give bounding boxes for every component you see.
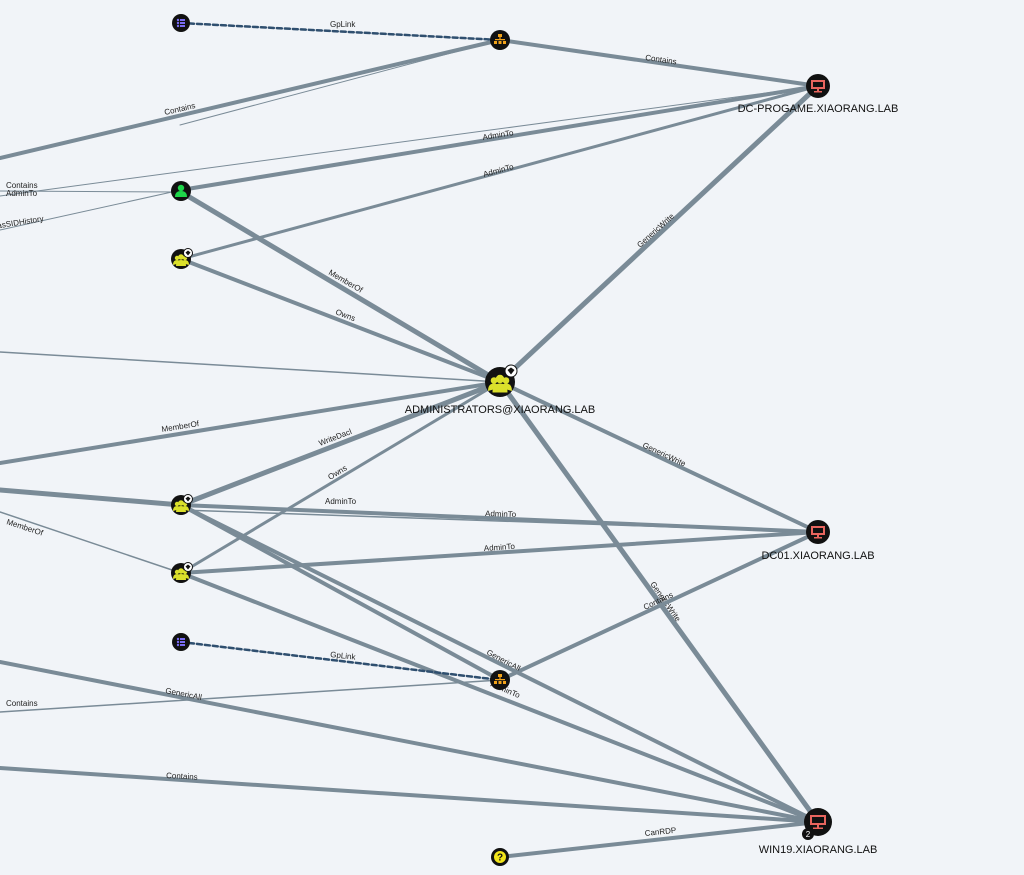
edge-owns-groupc[interactable] bbox=[179, 380, 502, 575]
edge-adminto-green-dc[interactable] bbox=[179, 84, 820, 192]
svg-text:?: ? bbox=[497, 853, 503, 864]
group-node-c[interactable] bbox=[171, 562, 193, 584]
edge-genericwrite-admins-dc01[interactable] bbox=[498, 380, 820, 534]
edge-label: Contains bbox=[166, 771, 198, 782]
badge-count: 2 bbox=[806, 830, 811, 839]
edge-label: GenericWrite bbox=[641, 441, 687, 469]
node-label-win19: WIN19.XIAORANG.LAB bbox=[759, 844, 878, 856]
computer-node-win19[interactable]: 2 bbox=[802, 808, 832, 840]
edge-adminto-groupc[interactable] bbox=[179, 530, 820, 575]
group-icon bbox=[173, 500, 189, 512]
edge-label: GenericWrite bbox=[635, 211, 676, 249]
group-node-administrators[interactable] bbox=[485, 364, 518, 397]
computer-icon bbox=[811, 526, 825, 539]
unknown-node[interactable]: ? bbox=[491, 848, 509, 866]
edge-label: GpLink bbox=[330, 650, 357, 662]
gem-icon bbox=[504, 364, 518, 378]
edge-label: Contains bbox=[6, 181, 38, 190]
edge-label: AdminTo bbox=[6, 189, 38, 198]
group-icon bbox=[488, 374, 512, 393]
edge-label: AdminTo bbox=[482, 162, 515, 179]
edge-contains-left-low[interactable] bbox=[0, 679, 501, 713]
edge-label: CanRDP bbox=[644, 826, 676, 838]
ou-icon bbox=[494, 674, 506, 684]
edge-adminto-groupb-1[interactable] bbox=[179, 503, 820, 534]
edge-contains-left-top[interactable] bbox=[0, 38, 502, 160]
count-badge: 2 bbox=[802, 828, 814, 840]
gem-icon bbox=[183, 248, 193, 258]
edges: GpLink Contains Contains AdminTo AdminTo… bbox=[0, 20, 821, 859]
edge-genericall-groupb[interactable] bbox=[179, 503, 502, 682]
computer-node-dc01[interactable] bbox=[806, 520, 830, 544]
edge-thin[interactable] bbox=[499, 85, 819, 383]
edge-label: GpLink bbox=[330, 20, 356, 29]
gpo-icon bbox=[176, 18, 185, 28]
group-node-a[interactable] bbox=[171, 248, 193, 270]
edge-label: HasSIDHistory bbox=[0, 214, 44, 231]
edge-owns-groupa[interactable] bbox=[179, 257, 502, 384]
nodes: DC-PROGAME.XIAORANG.LAB bbox=[171, 14, 898, 866]
edge-thin[interactable] bbox=[0, 190, 182, 193]
edge-label: AdminTo bbox=[485, 509, 517, 519]
edge-contains-ou-dc01[interactable] bbox=[498, 530, 820, 682]
edge-adminto-groupa-dc[interactable] bbox=[179, 84, 820, 261]
node-label-administrators: ADMINISTRATORS@XIAORANG.LAB bbox=[405, 404, 595, 416]
edge-genericall-left[interactable] bbox=[0, 660, 820, 824]
gpo-node-bottom[interactable] bbox=[172, 633, 190, 651]
edge-label: Contains bbox=[6, 699, 38, 708]
edge-thin[interactable] bbox=[179, 39, 501, 126]
edge-adminto-groupb-2[interactable] bbox=[180, 509, 819, 533]
edge-groupb-win19[interactable] bbox=[179, 503, 820, 824]
edge-contains-left-bottom[interactable] bbox=[0, 766, 820, 824]
node-label-dc01: DC01.XIAORANG.LAB bbox=[761, 550, 874, 562]
edge-thin[interactable] bbox=[0, 189, 182, 231]
gem-icon bbox=[183, 562, 193, 572]
computer-icon bbox=[811, 80, 825, 93]
edge-label: AdminTo bbox=[325, 497, 357, 506]
ou-node-bottom[interactable] bbox=[490, 670, 510, 690]
ou-node-top[interactable] bbox=[490, 30, 510, 50]
edge-writedacl[interactable] bbox=[178, 379, 503, 508]
group-icon bbox=[173, 254, 189, 266]
question-icon: ? bbox=[494, 851, 506, 864]
group-node-b[interactable] bbox=[171, 494, 193, 516]
edge-label: AdminTo bbox=[484, 542, 516, 553]
computer-icon bbox=[810, 815, 826, 829]
group-icon bbox=[173, 568, 189, 580]
gpo-node-top[interactable] bbox=[172, 14, 190, 32]
edge-thin[interactable] bbox=[0, 351, 501, 383]
computer-node-dc-progame[interactable] bbox=[806, 74, 830, 98]
edge-memberof-green[interactable] bbox=[178, 189, 503, 385]
edge-memberof-left2[interactable] bbox=[0, 511, 182, 574]
edge-canrdp[interactable] bbox=[498, 820, 820, 859]
edge-memberof-left[interactable] bbox=[0, 380, 502, 465]
user-icon bbox=[175, 184, 187, 197]
user-node-green[interactable] bbox=[171, 181, 191, 201]
ou-icon bbox=[494, 34, 506, 44]
edge-adminto-groupc-win19[interactable] bbox=[179, 571, 820, 824]
edge-thin[interactable] bbox=[0, 85, 819, 197]
edge-gplink-bottom[interactable] bbox=[179, 640, 502, 682]
edge-gplink-top[interactable] bbox=[179, 21, 502, 42]
edge-left-groupb[interactable] bbox=[0, 487, 184, 508]
node-label-dc-progame: DC-PROGAME.XIAORANG.LAB bbox=[738, 103, 899, 115]
gpo-icon bbox=[176, 637, 185, 647]
edge-thin[interactable] bbox=[499, 381, 819, 823]
gem-icon bbox=[183, 494, 193, 504]
edge-label: Contains bbox=[645, 53, 678, 66]
edge-contains-ou-dc[interactable] bbox=[498, 38, 820, 88]
